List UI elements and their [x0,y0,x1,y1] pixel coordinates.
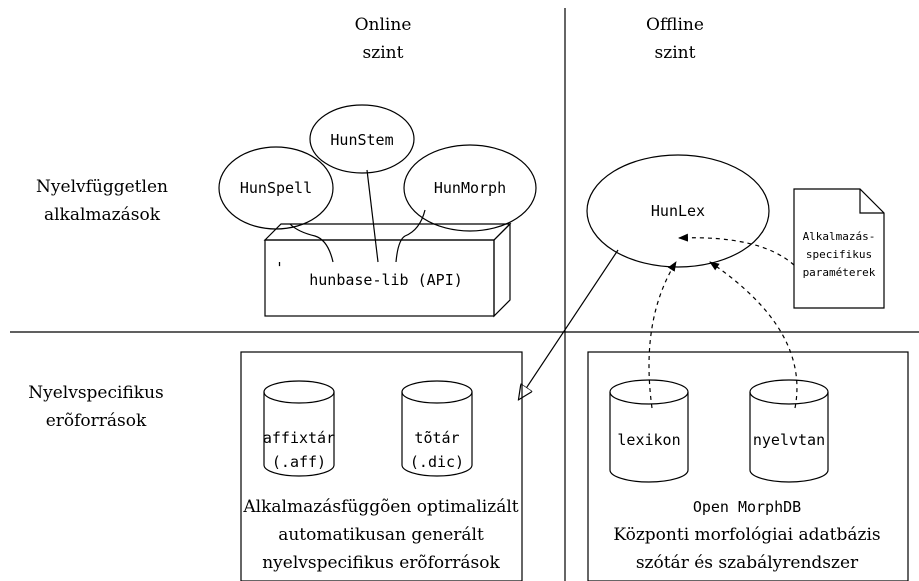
svg-text:alkalmazások: alkalmazások [44,205,161,225]
parameters-to-hunlex-arrow [678,233,795,266]
hunlex-to-resources-arrow [519,249,619,399]
svg-text:HunSpell: HunSpell [240,179,312,197]
svg-text:automatikusan generált: automatikusan generált [278,525,484,545]
svg-text:Központi morfológiai adatbázis: Központi morfológiai adatbázis [613,525,880,545]
svg-text:erõforrások: erõforrások [46,411,147,431]
language-specific-row-label: Nyelvspecifikus erõforrások [28,383,164,431]
svg-text:lexikon: lexikon [617,431,680,449]
hunmorph-node: HunMorph [403,144,537,232]
lexikon-database: lexikon [609,379,689,483]
svg-text:specifikus: specifikus [806,248,872,261]
hunstem-connector [366,169,379,263]
svg-text:Offline: Offline [646,15,704,35]
language-independent-row-label: Nyelvfüggetlen alkalmazások [36,177,168,225]
svg-text:(.dic): (.dic) [410,453,464,471]
offline-level-header: Offline szint [646,15,704,63]
hunspell-connector [289,223,334,263]
hunspell-node: HunSpell [218,146,334,230]
hunstem-node: HunStem [309,104,415,174]
svg-text:paraméterek: paraméterek [803,266,876,279]
svg-text:szint: szint [363,43,404,63]
lexikon-to-hunlex-arrow [648,261,677,409]
open-morphdb-title: Open MorphDB [693,498,801,516]
svg-text:': ' [275,259,284,277]
svg-text:HunLex: HunLex [651,202,705,220]
svg-text:szint: szint [655,43,696,63]
svg-text:nyelvspecifikus erõforrások: nyelvspecifikus erõforrások [262,553,500,573]
svg-text:Nyelvspecifikus: Nyelvspecifikus [28,383,164,403]
hunlex-node: HunLex [586,154,770,268]
generated-resources-caption: Alkalmazásfüggõen optimalizált automatik… [242,497,518,573]
nyelvtan-database: nyelvtan [749,379,829,483]
svg-text:nyelvtan: nyelvtan [753,431,825,449]
open-morphdb-box: lexikon nyelvtan Open MorphDB Központi m… [587,351,909,581]
app-parameters-note: Alkalmazás- specifikus paraméterek [793,188,885,309]
hunbase-lib-api-box: ' hunbase-lib (API) [263,222,512,318]
svg-text:Alkalmazásfüggõen optimalizált: Alkalmazásfüggõen optimalizált [242,497,518,517]
svg-text:tõtár: tõtár [414,429,459,447]
svg-text:HunMorph: HunMorph [434,179,506,197]
nyelvtan-to-hunlex-arrow [709,261,798,409]
svg-text:Nyelvfüggetlen: Nyelvfüggetlen [36,177,168,197]
online-level-header: Online szint [355,15,412,63]
generated-resources-box: affixtár (.aff) tõtár (.dic) Alkalmazásf… [240,351,523,581]
svg-text:Online: Online [355,15,412,35]
api-label: hunbase-lib (API) [309,271,463,289]
svg-text:HunStem: HunStem [330,131,393,149]
svg-text:affixtár: affixtár [263,429,335,447]
hunmorph-connector [395,209,426,263]
svg-text:szótár és szabályrendszer: szótár és szabályrendszer [636,553,859,573]
totar-database: tõtár (.dic) [401,380,473,477]
open-morphdb-caption: Központi morfológiai adatbázis szótár és… [613,525,880,573]
svg-text:Alkalmazás-: Alkalmazás- [803,230,876,243]
svg-text:(.aff): (.aff) [272,453,326,471]
affixtar-database: affixtár (.aff) [263,380,335,477]
